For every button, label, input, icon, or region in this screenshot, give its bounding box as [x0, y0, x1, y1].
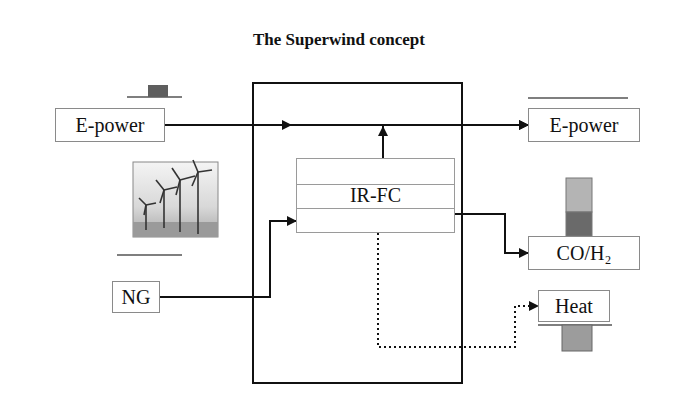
system-boundary: [253, 83, 462, 383]
storage-bar: [566, 178, 592, 236]
flow-arrow: [455, 214, 528, 253]
flow-box: CO/H₂: [528, 236, 640, 270]
box-label: E-power: [76, 114, 145, 137]
flow-box: Heat: [538, 290, 610, 322]
box-label: CO/H₂: [557, 242, 612, 265]
flow-box: E-power: [55, 108, 165, 142]
box-label: NG: [122, 286, 151, 309]
baseline: [117, 254, 182, 256]
power-level: [528, 97, 628, 99]
flow-arrow: [160, 221, 296, 297]
power-pulse: [127, 85, 182, 97]
connector-line: [383, 125, 528, 158]
stack-layer: [296, 158, 455, 185]
wind-turbines: [133, 160, 218, 237]
flow-box: E-power: [528, 108, 640, 142]
flow-arrow: [378, 233, 538, 347]
box-label: E-power: [550, 114, 619, 137]
box-label: IR-FC: [350, 184, 401, 207]
flow-box: NG: [112, 281, 160, 313]
connector-line: [378, 233, 538, 347]
heat-notch: [538, 325, 612, 351]
arrowhead: [378, 126, 388, 136]
box-label: Heat: [555, 295, 593, 318]
diagram-title: The Superwind concept: [0, 30, 678, 50]
fuel-cell-stack: IR-FC: [296, 158, 455, 233]
connector-line: [455, 214, 528, 253]
stack-layer: [296, 208, 455, 233]
connector-line: [160, 221, 296, 297]
flow-arrow: [378, 125, 528, 158]
